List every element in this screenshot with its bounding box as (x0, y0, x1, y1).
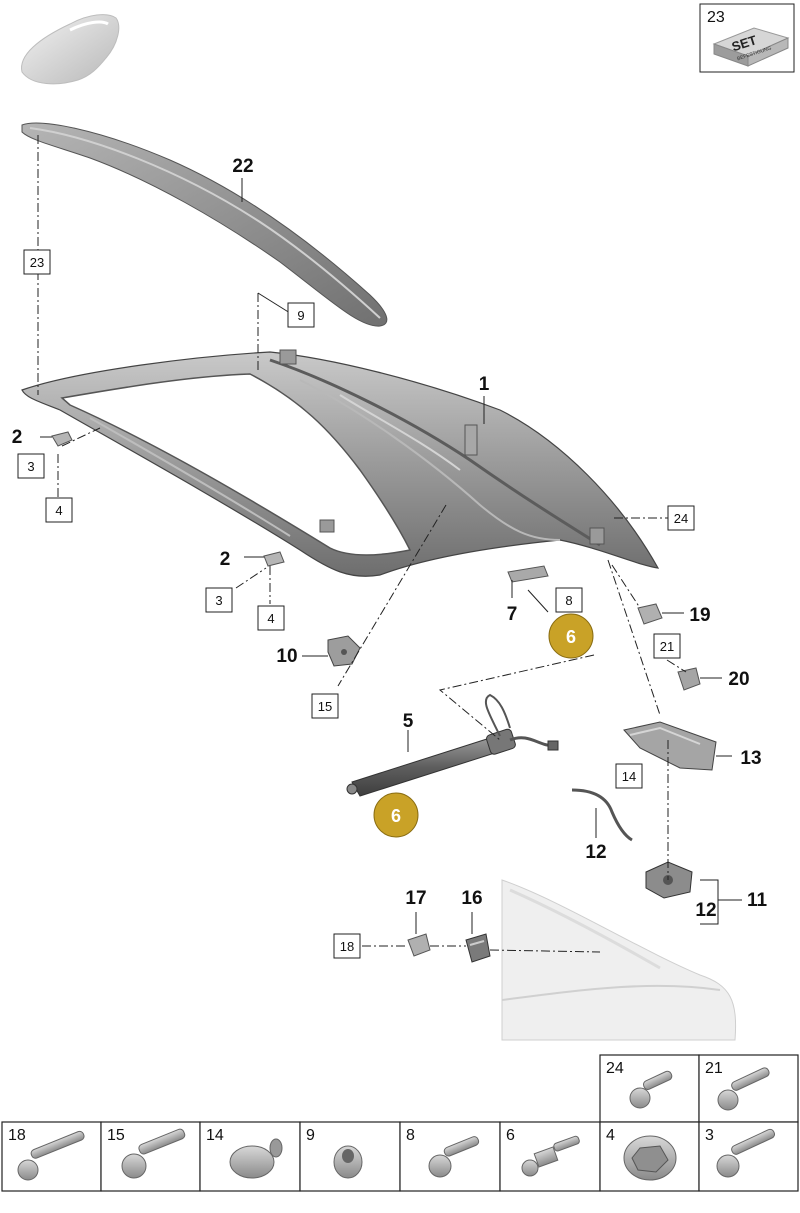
callout-1: 1 (479, 374, 490, 395)
car-rear-ghost-image (501, 879, 737, 1041)
boxed-label-8: 8 (555, 587, 583, 613)
table-cell-18: 18 (1, 1121, 102, 1192)
callout-7: 7 (507, 604, 518, 625)
gold-marker-6b: 6 (373, 792, 419, 838)
boxed-label-18: 18 (333, 933, 361, 959)
table-cell-6: 6 (499, 1121, 601, 1192)
svg-text:21: 21 (660, 639, 674, 654)
svg-text:14: 14 (206, 1127, 224, 1144)
svg-text:4: 4 (606, 1127, 615, 1144)
boxed-labels: 23 9 3 4 3 4 24 8 21 15 14 18 (17, 249, 695, 959)
boxed-label-24: 24 (667, 505, 695, 531)
boxed-label-4a: 4 (45, 497, 73, 523)
boxed-label-4b: 4 (257, 605, 285, 631)
bolt-icon (717, 1067, 770, 1111)
boxed-label-9: 9 (287, 302, 315, 328)
svg-text:23: 23 (30, 255, 44, 270)
svg-text:6: 6 (566, 627, 576, 647)
svg-text:4: 4 (55, 503, 62, 518)
lock-part-11 (645, 861, 693, 899)
gold-marker-6a: 6 (548, 613, 594, 659)
callout-12a: 12 (585, 842, 606, 863)
cap-part-19 (637, 603, 663, 625)
bolt-icon (716, 1128, 776, 1178)
latch-housing-part-13 (623, 721, 717, 771)
svg-text:14: 14 (622, 769, 636, 784)
set-box-number: 23 (707, 9, 725, 26)
spoiler-part (21, 122, 388, 327)
ball-stud-icon (521, 1135, 580, 1177)
svg-text:24: 24 (606, 1060, 624, 1077)
svg-text:8: 8 (565, 593, 572, 608)
table-cell-15: 15 (100, 1121, 201, 1192)
table-cell-9: 9 (299, 1121, 401, 1192)
svg-text:9: 9 (297, 308, 304, 323)
cable-part-12 (571, 788, 633, 842)
bolt-icon (121, 1128, 186, 1179)
callout-2b: 2 (220, 549, 231, 570)
table-cell-8: 8 (399, 1121, 501, 1192)
hinge-part-10 (327, 635, 361, 667)
bolt-icon (629, 1070, 673, 1109)
svg-text:15: 15 (107, 1127, 125, 1144)
callout-12b: 12 (695, 900, 716, 921)
clip-icon (229, 1138, 283, 1179)
svg-text:24: 24 (674, 511, 688, 526)
callout-22: 22 (232, 156, 253, 177)
svg-text:3: 3 (215, 593, 222, 608)
callout-5: 5 (403, 711, 414, 732)
fastener-table: 24 21 18 15 (1, 1054, 799, 1192)
boxed-label-3a: 3 (17, 453, 45, 479)
clip-part-17 (407, 933, 431, 957)
boxed-label-23: 23 (23, 249, 51, 275)
rear-lid-frame-part (21, 349, 660, 577)
cap-part-20 (677, 667, 701, 691)
callout-2a: 2 (12, 427, 23, 448)
callout-10: 10 (276, 646, 297, 667)
boxed-label-3b: 3 (205, 587, 233, 613)
callout-19: 19 (689, 605, 710, 626)
table-cell-4: 4 (599, 1121, 700, 1192)
car-silhouette-icon (21, 14, 120, 85)
svg-text:18: 18 (340, 939, 354, 954)
boxed-label-21: 21 (653, 633, 681, 659)
svg-text:3: 3 (27, 459, 34, 474)
svg-text:6: 6 (506, 1127, 515, 1144)
table-cell-24: 24 (599, 1054, 700, 1123)
nut-icon (623, 1135, 677, 1181)
svg-text:9: 9 (306, 1127, 315, 1144)
svg-text:8: 8 (406, 1127, 415, 1144)
table-cell-3: 3 (698, 1121, 799, 1192)
bracket-part-2b (263, 551, 285, 567)
callout-20: 20 (728, 669, 749, 690)
table-cell-14: 14 (199, 1121, 301, 1192)
boxed-label-15: 15 (311, 693, 339, 719)
svg-text:3: 3 (705, 1127, 714, 1144)
bolt-icon (17, 1130, 85, 1181)
bracket-part-7 (507, 565, 549, 583)
table-cell-21: 21 (698, 1054, 799, 1123)
svg-text:6: 6 (391, 806, 401, 826)
svg-text:18: 18 (8, 1127, 26, 1144)
svg-text:15: 15 (318, 699, 332, 714)
callout-13: 13 (740, 748, 761, 769)
boxed-label-14: 14 (615, 763, 643, 789)
set-label: SET (730, 32, 759, 54)
bracket-part-2a (51, 431, 73, 447)
clip-part-16 (465, 933, 491, 963)
callout-16: 16 (461, 888, 482, 909)
fastening-set-box: 23 SET BEFESTIGUNG (699, 3, 795, 73)
bolt-icon (428, 1136, 480, 1178)
callout-17: 17 (405, 888, 426, 909)
nut-icon (333, 1145, 363, 1179)
svg-text:4: 4 (267, 611, 274, 626)
callout-numbers: 22 1 2 2 7 19 10 20 5 13 12 11 12 17 16 (12, 156, 768, 921)
svg-text:21: 21 (705, 1060, 723, 1077)
gas-strut-part-5 (346, 693, 559, 797)
callout-11: 11 (747, 890, 768, 911)
leader-lines (37, 135, 742, 953)
